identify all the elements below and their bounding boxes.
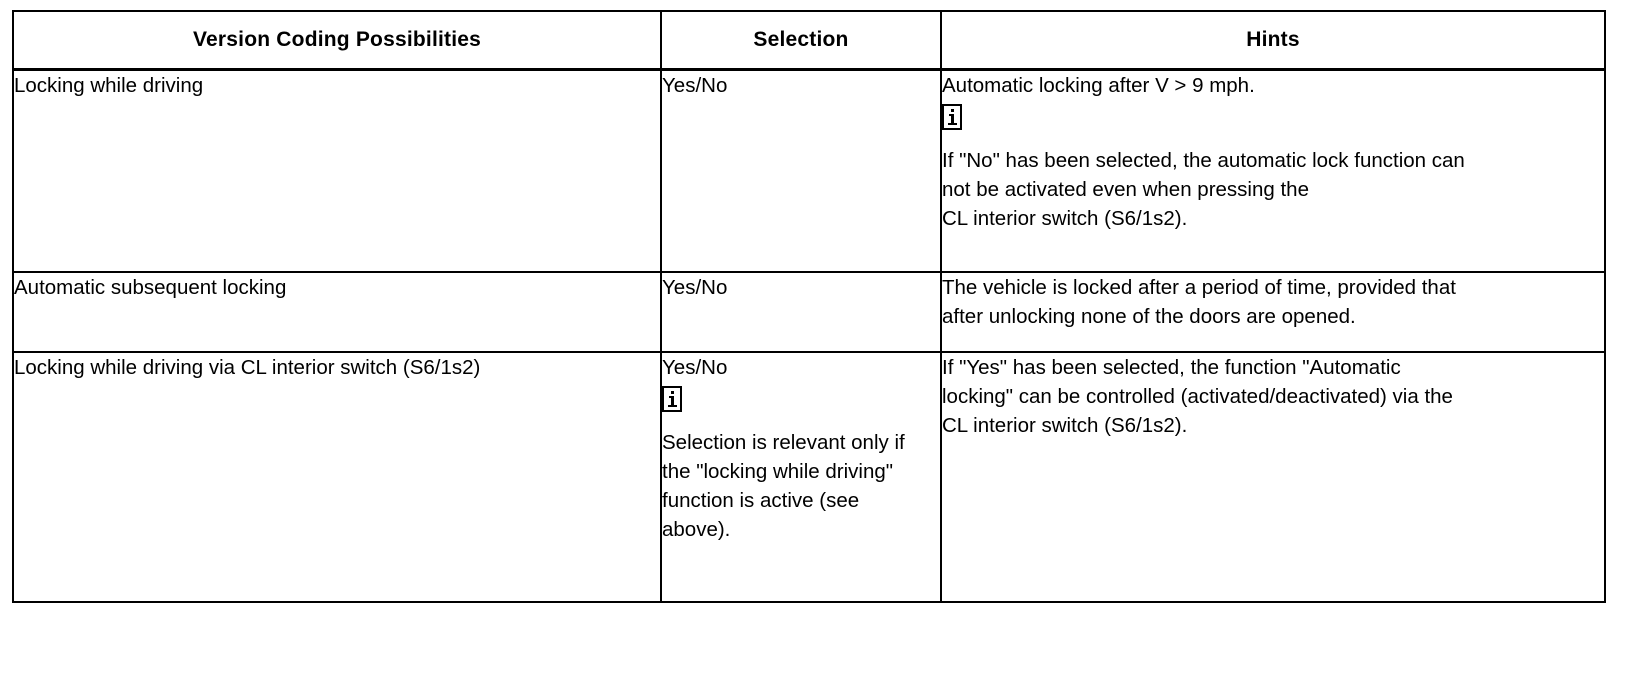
cell-possibility: Automatic subsequent locking xyxy=(12,271,662,353)
hint-note-line: CL interior switch (S6/1s2). xyxy=(942,207,1188,230)
table-row: Locking while driving via CL interior sw… xyxy=(12,351,1606,603)
cell-hints: The vehicle is locked after a period of … xyxy=(940,271,1606,353)
table-header-row: Version Coding Possibilities Selection H… xyxy=(12,10,1606,71)
possibility-label: Locking while driving xyxy=(14,74,204,97)
possibility-label: Automatic subsequent locking xyxy=(14,276,287,299)
hint-note: If "Yes" has been selected, the function… xyxy=(942,353,1604,440)
info-icon xyxy=(942,104,962,130)
hint-note-line: The vehicle is locked after a period of … xyxy=(942,276,1456,299)
selection-note-line: the "locking while driving" xyxy=(662,460,894,483)
column-header-hints: Hints xyxy=(940,10,1606,71)
hint-note-line: locking" can be controlled (activated/de… xyxy=(942,385,1453,408)
column-header-possibilities: Version Coding Possibilities xyxy=(12,10,662,71)
hint-note: The vehicle is locked after a period of … xyxy=(942,273,1604,331)
cell-possibility: Locking while driving via CL interior sw… xyxy=(12,351,662,603)
info-icon xyxy=(662,386,682,412)
hint-icon-row xyxy=(942,100,1604,132)
selection-value: Yes/No xyxy=(662,276,728,299)
selection-value: Yes/No xyxy=(662,74,728,97)
hint-note-line: after unlocking none of the doors are op… xyxy=(942,305,1356,328)
selection-note: Selection is relevant only if the "locki… xyxy=(662,428,940,544)
hint-note-line: CL interior switch (S6/1s2). xyxy=(942,414,1188,437)
cell-hints: Automatic locking after V > 9 mph. If "N… xyxy=(940,68,1606,273)
cell-selection: Yes/No xyxy=(660,68,942,273)
cell-hints: If "Yes" has been selected, the function… xyxy=(940,351,1606,603)
selection-note-line: function is active (see xyxy=(662,489,860,512)
column-header-selection: Selection xyxy=(660,10,942,71)
selection-icon-row xyxy=(662,382,940,414)
selection-note-line: Selection is relevant only if xyxy=(662,431,905,454)
hint-note: If "No" has been selected, the automatic… xyxy=(942,146,1604,233)
selection-value: Yes/No xyxy=(662,356,728,379)
cell-selection: Yes/No Selection is relevant only if the… xyxy=(660,351,942,603)
version-coding-table: Version Coding Possibilities Selection H… xyxy=(12,10,1606,603)
hint-note-line: not be activated even when pressing the xyxy=(942,178,1309,201)
table-row: Locking while driving Yes/No Automatic l… xyxy=(12,68,1606,273)
hint-note-line: If "No" has been selected, the automatic… xyxy=(942,149,1465,172)
cell-possibility: Locking while driving xyxy=(12,68,662,273)
hint-note-line: If "Yes" has been selected, the function… xyxy=(942,356,1401,379)
table-row: Automatic subsequent locking Yes/No The … xyxy=(12,271,1606,353)
hint-intro: Automatic locking after V > 9 mph. xyxy=(942,74,1255,97)
selection-note-line: above). xyxy=(662,518,731,541)
possibility-label: Locking while driving via CL interior sw… xyxy=(14,356,481,379)
cell-selection: Yes/No xyxy=(660,271,942,353)
